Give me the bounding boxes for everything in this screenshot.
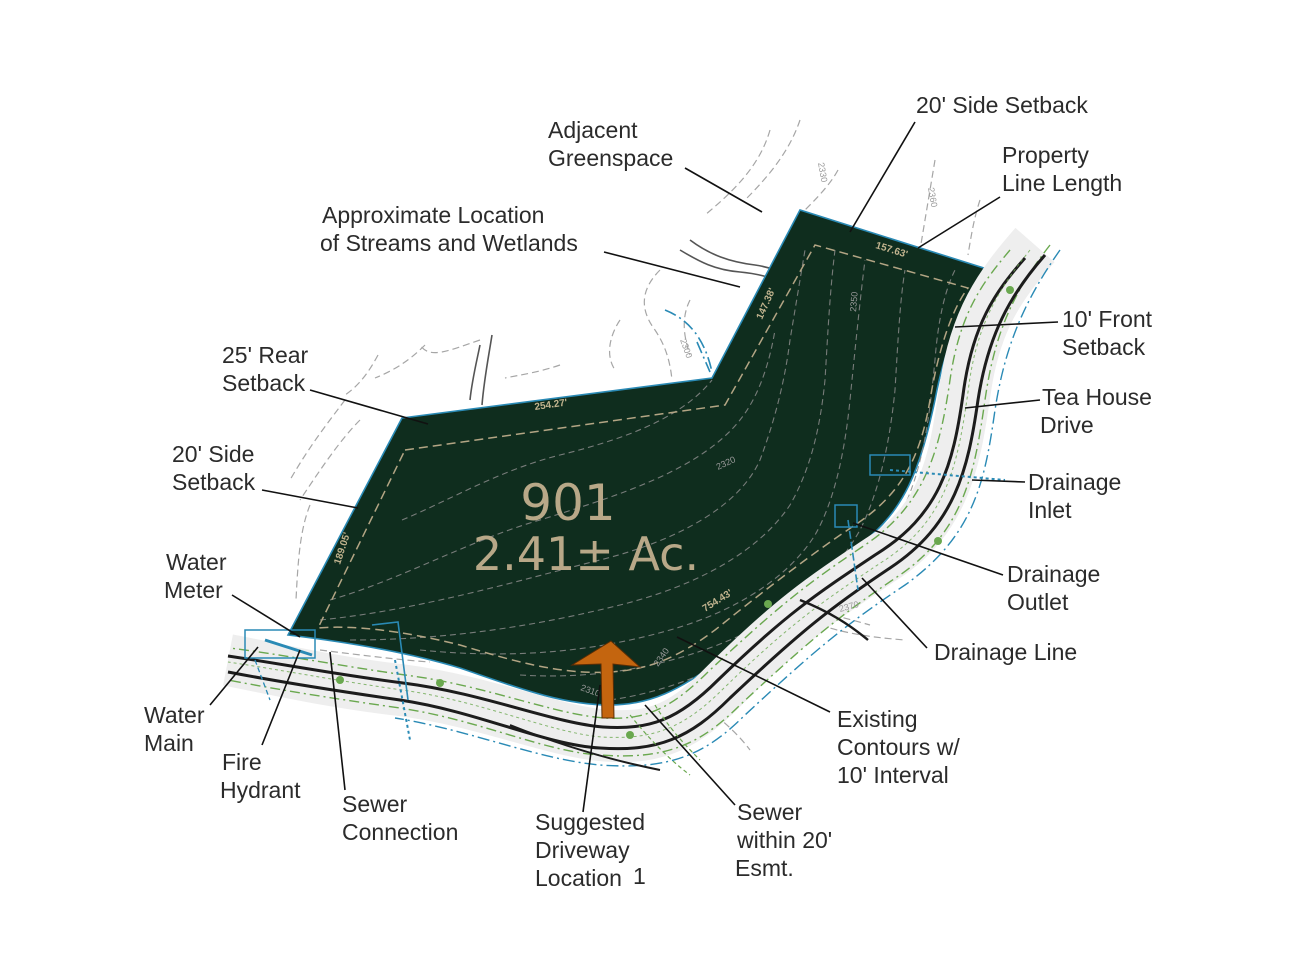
- callout-property-line-length: Property Line Length: [1002, 142, 1122, 196]
- callout-driveway-footnote: 1: [633, 863, 646, 889]
- offsite-utility-lines: [664, 309, 713, 373]
- lot-number: 901: [520, 474, 615, 532]
- lot-acreage: 2.41± Ac.: [473, 527, 699, 581]
- callout-water-meter: Water Meter: [164, 549, 233, 603]
- utility-details: [244, 286, 1014, 776]
- dimension-rear: 254.27': [534, 397, 568, 412]
- callout-tea-house-drive: Tea House Drive: [1040, 384, 1158, 438]
- callout-water-main: Water Main: [144, 702, 211, 756]
- callout-side-setback-top: 20' Side Setback: [916, 92, 1088, 118]
- callout-suggested-driveway: Suggested Driveway Location: [535, 809, 651, 891]
- callout-fire-hydrant: Fire Hydrant: [220, 749, 301, 803]
- contour-label-2360: 2360: [926, 187, 939, 208]
- callout-drainage-outlet: Drainage Outlet: [1007, 561, 1107, 615]
- callout-rear-setback: 25' Rear Setback: [222, 342, 315, 396]
- callout-streams-wetlands: Approximate Location of Streams and Wetl…: [320, 202, 578, 256]
- callout-adjacent-greenspace: Adjacent Greenspace: [548, 117, 673, 171]
- callout-side-setback-left: 20' Side Setback: [172, 441, 261, 495]
- callout-sewer-connection: Sewer Connection: [342, 791, 458, 845]
- callout-existing-contours: Existing Contours w/ 10' Interval: [837, 706, 966, 788]
- driveway-arrow: [570, 640, 642, 719]
- leader-lines: [209, 121, 1059, 813]
- contour-label-2350: 2350: [848, 291, 860, 312]
- setback-line: [316, 244, 970, 674]
- callout-drainage-line: Drainage Line: [934, 639, 1077, 665]
- callout-front-setback: 10' Front Setback: [1062, 306, 1158, 360]
- callout-sewer-easement: Sewer within 20' Esmt.: [735, 799, 839, 881]
- contour-label-2330: 2330: [816, 162, 829, 183]
- callout-drainage-inlet: Drainage Inlet: [1028, 469, 1128, 523]
- contour-label-2300: 2300: [678, 337, 694, 359]
